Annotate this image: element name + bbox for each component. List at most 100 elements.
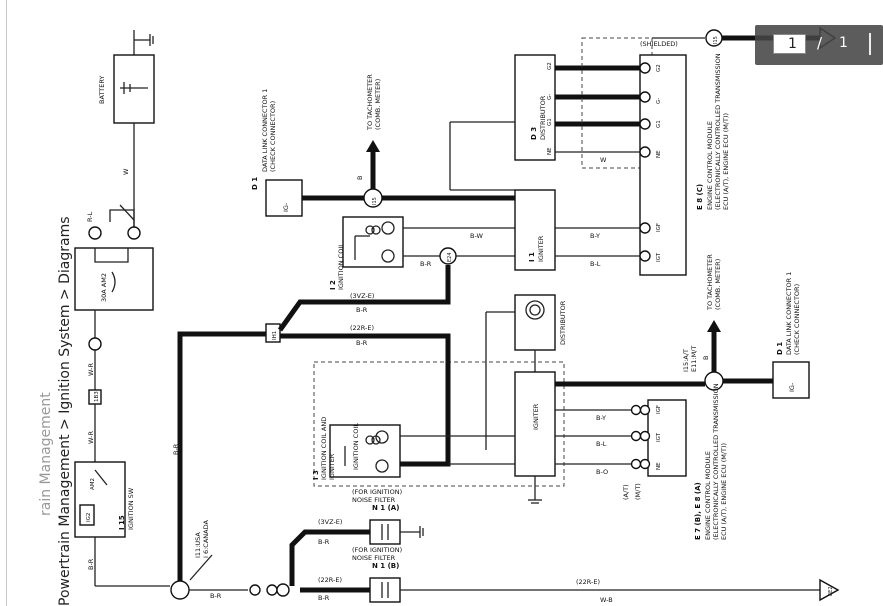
- svg-text:B-O: B-O: [596, 468, 608, 476]
- svg-text:B-R: B-R: [318, 594, 330, 602]
- svg-text:B-R: B-R: [172, 443, 180, 455]
- svg-text:(COMB. METER): (COMB. METER): [714, 259, 722, 310]
- distributor-bottom-label: DISTRIBUTOR: [559, 300, 567, 345]
- dlc-top-label: DATA LINK CONNECTOR 1: [261, 89, 269, 172]
- svg-text:W-R: W-R: [87, 362, 95, 376]
- coil-top-label: IGNITION COIL: [337, 243, 345, 290]
- svg-text:D 3: D 3: [530, 127, 538, 140]
- svg-text:B-L: B-L: [596, 440, 607, 448]
- svg-text:I 3: I 3: [312, 470, 320, 480]
- svg-text:ECU (A/T), ENGINE ECU (M/T)): ECU (A/T), ENGINE ECU (M/T)): [722, 113, 730, 210]
- svg-text:G2: G2: [656, 64, 662, 72]
- distributor-bottom: [514, 294, 556, 351]
- coil-bottom-label: IGNITION COIL AND: [320, 417, 328, 480]
- svg-text:(3VZ-E): (3VZ-E): [318, 518, 342, 526]
- svg-text:B-Y: B-Y: [596, 414, 606, 422]
- svg-text:(COMB. METER): (COMB. METER): [374, 79, 382, 130]
- fuse-label: 30A AM2: [100, 273, 108, 302]
- svg-text:B-R: B-R: [356, 339, 368, 347]
- svg-text:NOISE FILTER: NOISE FILTER: [352, 496, 396, 504]
- ignition-coil-top: [342, 216, 404, 268]
- svg-text:B: B: [356, 176, 364, 180]
- igniter-bottom-label: IGNITER: [532, 403, 540, 430]
- noise-filter-wire-a: [289, 529, 370, 586]
- page-separator: /: [817, 34, 823, 52]
- svg-text:IGNITER: IGNITER: [328, 453, 336, 480]
- svg-text:NOISE FILTER: NOISE FILTER: [352, 554, 396, 562]
- svg-text:TO TACHOMETER: TO TACHOMETER: [706, 254, 714, 311]
- svg-text:NE: NE: [547, 147, 553, 155]
- distributor-rotor-icon: [525, 300, 545, 320]
- igniter-top-label: IGNITER: [537, 235, 545, 262]
- svg-text:(ELECTRONICALLY CONTROLLED TRA: (ELECTRONICALLY CONTROLLED TRANSMISSION: [712, 383, 720, 540]
- page-total: 1: [839, 35, 848, 51]
- svg-text:B: B: [702, 356, 710, 360]
- data-link-connector-bottom: [772, 361, 810, 399]
- noise-filter-b: [369, 577, 401, 603]
- svg-text:G1: G1: [547, 118, 553, 126]
- page-edge-rule: [6, 0, 7, 606]
- svg-text:B-W: B-W: [470, 232, 484, 240]
- svg-text:B-R: B-R: [420, 260, 432, 268]
- svg-text:E24: E24: [447, 252, 453, 262]
- svg-text:IGT: IGT: [656, 252, 662, 262]
- svg-text:TO TACHOMETER: TO TACHOMETER: [366, 74, 374, 131]
- ecm-bottom-label: ENGINE CONTROL MODULE: [704, 451, 712, 540]
- svg-text:ECU (A/T), ENGINE ECU (M/T)): ECU (A/T), ENGINE ECU (M/T)): [720, 443, 728, 540]
- svg-text:(M/T): (M/T): [634, 483, 642, 500]
- svg-text:IGF: IGF: [656, 223, 662, 232]
- svg-text:G-: G-: [547, 94, 553, 100]
- svg-text:G-: G-: [656, 98, 662, 104]
- connector-ih1: [265, 323, 281, 343]
- svg-text:W-R: W-R: [87, 430, 95, 444]
- ignition-coil-bottom: [329, 424, 401, 478]
- svg-text:(22R-E): (22R-E): [350, 324, 374, 332]
- svg-text:AM2: AM2: [90, 478, 96, 490]
- svg-text:B-R: B-R: [210, 592, 222, 600]
- svg-text:B-R: B-R: [87, 558, 95, 570]
- igniter-top: [514, 189, 556, 271]
- ecm-top-label: ENGINE CONTROL MODULE: [706, 121, 714, 210]
- fuse-box: [74, 247, 154, 311]
- svg-text:IG2: IG2: [86, 513, 92, 522]
- svg-text:IG-: IG-: [282, 202, 290, 212]
- svg-text:IGF: IGF: [656, 405, 662, 414]
- wire-label-rl: R-L: [86, 211, 94, 222]
- svg-text:(FOR IGNITION): (FOR IGNITION): [352, 488, 402, 496]
- battery-label: BATTERY: [98, 76, 106, 104]
- switch-contact-icon: [94, 469, 108, 486]
- arrow-up-icon: [366, 140, 380, 152]
- svg-text:D 1: D 1: [251, 177, 259, 190]
- svg-text:IH1: IH1: [272, 331, 278, 340]
- svg-text:IG-: IG-: [788, 382, 796, 392]
- igniter-bottom: [514, 371, 556, 477]
- svg-text:I15: I15: [372, 197, 378, 205]
- fuse-icon: [111, 271, 116, 293]
- svg-text:E 8 (C): E 8 (C): [696, 184, 704, 210]
- svg-text:W-B: W-B: [600, 596, 613, 604]
- svg-text:NE: NE: [656, 150, 662, 158]
- coil-plus-terminal-icon: [381, 249, 395, 263]
- svg-text:(22R-E): (22R-E): [576, 578, 600, 586]
- page-navigator: 1 / 1: [755, 25, 883, 65]
- svg-text:E 7 (B), E 8 (A): E 7 (B), E 8 (A): [694, 482, 702, 540]
- svg-text:I 1: I 1: [528, 252, 536, 262]
- page-number-input[interactable]: 1: [773, 34, 806, 54]
- svg-text:I15:A/T: I15:A/T: [682, 349, 690, 372]
- connector-2-b: [127, 226, 141, 240]
- svg-text:(SHIELDED): (SHIELDED): [640, 40, 678, 48]
- data-link-connector-top: [265, 179, 303, 217]
- svg-text:G2: G2: [547, 62, 553, 70]
- svg-text:I 15: I 15: [118, 515, 126, 530]
- svg-text:B-R: B-R: [356, 306, 368, 314]
- noise-filter-a: [369, 519, 401, 545]
- breadcrumb-faded: rain Management: [38, 392, 54, 516]
- svg-text:(CHECK CONNECTOR): (CHECK CONNECTOR): [793, 284, 801, 355]
- coil-minus-terminal-icon: [381, 221, 395, 235]
- svg-text:(3VZ-E): (3VZ-E): [350, 292, 374, 300]
- svg-text:(A/T): (A/T): [622, 484, 630, 500]
- svg-text:I11:USA: I11:USA: [194, 532, 202, 558]
- svg-text:I 2: I 2: [329, 280, 337, 290]
- ecm-top: [639, 54, 687, 276]
